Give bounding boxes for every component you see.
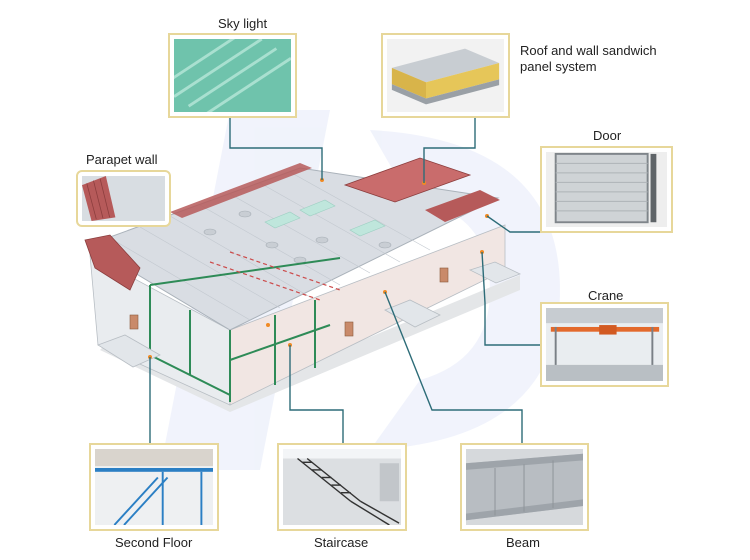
sandwich-panel-image (387, 39, 504, 112)
beam-thumbnail (460, 443, 589, 531)
sky-light-label: Sky light (218, 16, 268, 31)
beam-image (466, 449, 583, 525)
crane-image (546, 308, 663, 381)
roof-ribs (109, 171, 431, 321)
frame-beams-red (209, 251, 341, 301)
upper-roof-panel (425, 190, 500, 222)
roof-vents (203, 210, 392, 264)
skylight-strips (264, 199, 386, 237)
parapet-wall-image (82, 176, 165, 221)
upper-roof-section (343, 157, 472, 203)
parapet-wall-roof (84, 234, 141, 291)
second-floor-image (95, 449, 213, 525)
sandwich-panel-label: Roof and wall sandwich panel system (520, 43, 657, 74)
sandwich-panel-thumbnail (381, 33, 510, 118)
staircase-thumbnail (277, 443, 407, 531)
parapet-wall-top (170, 163, 312, 218)
staircase-label: Staircase (314, 535, 369, 550)
crane-thumbnail (540, 302, 669, 387)
parapet-wall-thumbnail (76, 170, 171, 227)
sky-light-thumbnail (168, 33, 297, 118)
sky-light-image (174, 39, 291, 112)
beam-label: Beam (506, 535, 540, 550)
door-thumbnail (540, 146, 673, 233)
parapet-wall-label: Parapet wall (86, 152, 158, 167)
crane-label: Crane (588, 288, 624, 303)
second-floor-label: Second Floor (115, 535, 193, 550)
side-doors (129, 267, 449, 337)
door-label: Door (593, 128, 622, 143)
callout-connectors (149, 118, 540, 445)
staircase-image (283, 449, 401, 525)
door-image (546, 152, 667, 227)
second-floor-thumbnail (89, 443, 219, 531)
steel-frame (149, 257, 341, 402)
